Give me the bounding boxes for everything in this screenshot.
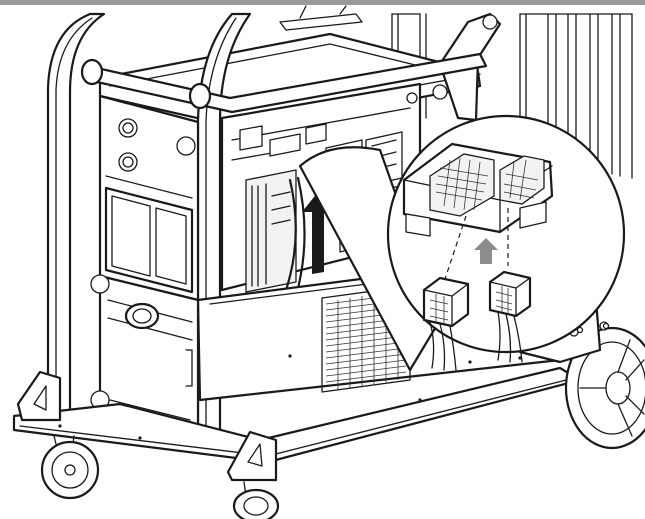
connector-plug-left: [422, 276, 470, 371]
connector-plug-right: [488, 270, 532, 363]
plug-in-arrow: [474, 238, 498, 264]
connector-callout: [298, 114, 626, 372]
rear-large-wheel: [564, 326, 645, 450]
front-right-wheel: [232, 481, 280, 519]
top-rule: [0, 0, 645, 5]
trolley-top-bar: [80, 52, 488, 114]
alignment-line-left: [443, 215, 467, 283]
background-panels: [391, 13, 633, 179]
insert-direction-arrow: [302, 192, 334, 274]
machine-left-panel: [98, 94, 200, 302]
trolley-left-handle: [46, 12, 106, 422]
machine-lower-unit: [90, 274, 200, 442]
front-left-wheel: [40, 435, 100, 500]
connector-socket-housing: [402, 142, 554, 237]
